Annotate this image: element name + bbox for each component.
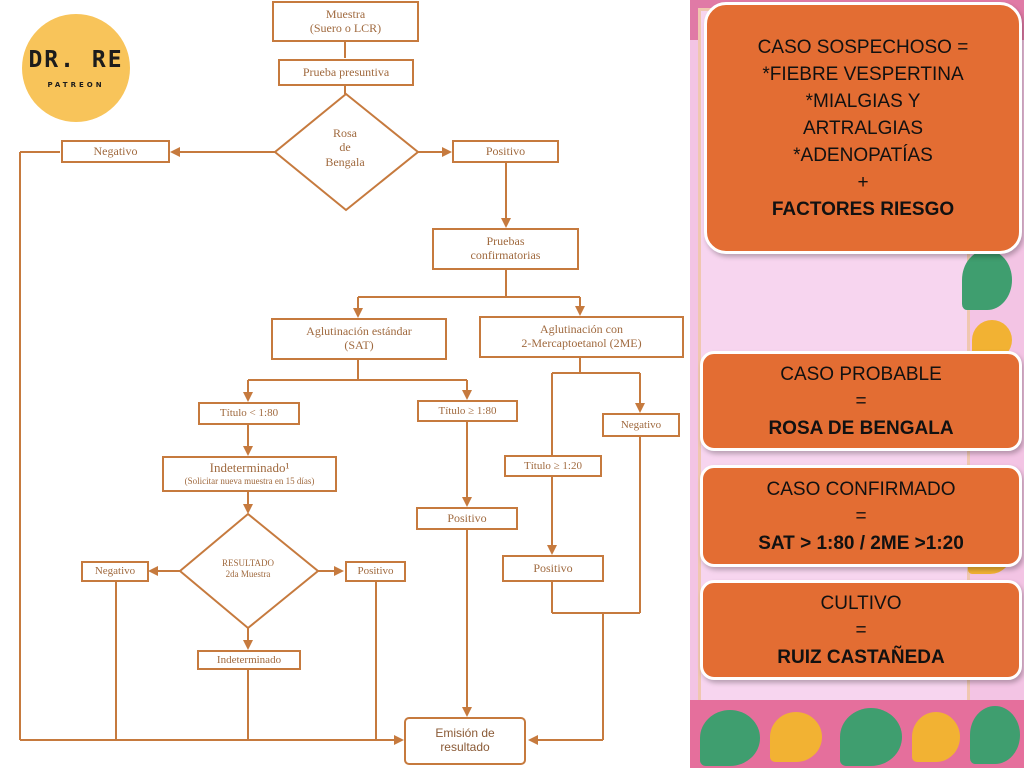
positivo-sat-label: Positivo: [447, 510, 487, 525]
indeterminado-2-label: Indeterminado: [216, 653, 282, 666]
cultivo-line-3: RUIZ CASTAÑEDA: [777, 646, 945, 668]
emision-label-2: resultado: [440, 740, 490, 754]
titulo-lt-box: Título < 1:80: [198, 402, 300, 425]
resultado-line2: 2da Muestra: [225, 568, 271, 579]
titulo-lt-label: Título < 1:80: [219, 407, 279, 420]
cultivo-line-1: CULTIVO: [820, 592, 902, 614]
indeterminado-label: Indeterminado¹: [209, 460, 290, 476]
rosa-line1: Rosa: [333, 126, 357, 140]
rosa-bengala-decision: Rosa de Bengala: [295, 126, 395, 169]
sat-box: Aglutinación estándar (SAT): [271, 318, 447, 360]
caso-probable-card: CASO PROBABLE = ROSA DE BENGALA: [700, 351, 1022, 451]
negativo-2me-label: Negativo: [620, 418, 662, 431]
pruebas-confirmatorias-box: Pruebas confirmatorias: [432, 228, 579, 270]
probable-line-3: ROSA DE BENGALA: [768, 417, 954, 439]
sospechoso-line-4: ARTRALGIAS: [802, 117, 924, 139]
probable-line-1: CASO PROBABLE: [780, 363, 942, 385]
titulo-ge20-label: Título ≥ 1:20: [524, 459, 582, 472]
decorative-motif: [840, 708, 902, 766]
positivo-2me-box: Positivo: [502, 555, 604, 582]
pruebas-label-1: Pruebas: [486, 234, 525, 249]
rosa-line2: de: [339, 140, 351, 155]
indeterminado-box: Indeterminado¹ (Solicitar nueva muestra …: [162, 456, 337, 492]
pruebas-label-2: confirmatorias: [470, 248, 541, 262]
decorative-motif: [912, 712, 960, 762]
indeterminado-2-box: Indeterminado: [197, 650, 301, 670]
resultado-line1: RESULTADO: [222, 558, 274, 568]
2me-label-2: 2-Mercaptoetanol (2ME): [521, 336, 642, 350]
emision-resultado-box: Emisión de resultado: [404, 717, 526, 765]
sospechoso-line-7: FACTORES RIESGO: [771, 198, 955, 220]
logo-subtitle: PATREON: [47, 81, 105, 89]
flowchart: Muestra (Suero o LCR) Prueba presuntiva …: [19, 1, 684, 765]
emision-label-1: Emisión de: [435, 726, 495, 741]
positivo-top-box: Positivo: [452, 140, 559, 163]
sat-label-2: (SAT): [344, 338, 374, 352]
decorative-motif: [770, 712, 822, 762]
negativo-left-label: Negativo: [93, 143, 138, 158]
negativo-left-box: Negativo: [61, 140, 170, 163]
titulo-ge80-box: Título ≥ 1:80: [417, 400, 518, 422]
cultivo-card: CULTIVO = RUIZ CASTAÑEDA: [700, 580, 1022, 680]
decorative-motif: [970, 706, 1020, 764]
sat-label-1: Aglutinación estándar: [306, 324, 412, 339]
muestra-sub-label: (Suero o LCR): [309, 20, 382, 35]
logo-title: DR. RE: [28, 47, 124, 73]
positivo-2me-label: Positivo: [533, 560, 573, 575]
side-panel: CASO SOSPECHOSO = *FIEBRE VESPERTINA *MI…: [690, 0, 1024, 768]
2me-label-1: Aglutinación con: [540, 322, 623, 337]
indeterminado-sub-label: (Solicitar nueva muestra en 15 días): [184, 476, 315, 487]
dr-re-logo: DR. RE PATREON: [22, 14, 130, 122]
confirmado-line-2: =: [855, 505, 867, 527]
positivo-top-label: Positivo: [485, 143, 526, 158]
caso-confirmado-card: CASO CONFIRMADO = SAT > 1:80 / 2ME >1:20: [700, 465, 1022, 567]
positivo-2da-label: Positivo: [357, 565, 394, 578]
confirmado-line-3: SAT > 1:80 / 2ME >1:20: [758, 532, 964, 554]
prueba-presuntiva-label: Prueba presuntiva: [302, 64, 390, 79]
negativo-2da-label: Negativo: [94, 565, 136, 578]
probable-line-2: =: [855, 390, 867, 412]
sospechoso-line-2: *FIEBRE VESPERTINA: [762, 63, 964, 85]
sospechoso-line-1: CASO SOSPECHOSO =: [757, 36, 969, 58]
positivo-2da-box: Positivo: [345, 561, 406, 582]
caso-sospechoso-card: CASO SOSPECHOSO = *FIEBRE VESPERTINA *MI…: [704, 2, 1022, 254]
flowchart-connectors: [19, 42, 645, 745]
decorative-motif: [962, 250, 1012, 310]
2me-box: Aglutinación con 2-Mercaptoetanol (2ME): [479, 316, 684, 358]
sospechoso-line-5: *ADENOPATÍAS: [793, 144, 933, 166]
sospechoso-line-3: *MIALGIAS Y: [805, 90, 921, 112]
negativo-2me-box: Negativo: [602, 413, 680, 437]
prueba-presuntiva-box: Prueba presuntiva: [278, 59, 414, 86]
negativo-2da-box: Negativo: [81, 561, 149, 582]
positivo-sat-box: Positivo: [416, 507, 518, 530]
muestra-box: Muestra (Suero o LCR): [272, 1, 419, 42]
resultado-decision: RESULTADO 2da Muestra: [198, 558, 298, 580]
muestra-label: Muestra: [325, 6, 366, 21]
titulo-ge20-box: Título ≥ 1:20: [504, 455, 602, 477]
decorative-motif: [700, 710, 760, 766]
confirmado-line-1: CASO CONFIRMADO: [766, 478, 956, 500]
cultivo-line-2: =: [855, 619, 867, 641]
titulo-ge80-label: Título ≥ 1:80: [438, 404, 497, 417]
sospechoso-line-6: +: [857, 171, 869, 193]
rosa-line3: Bengala: [325, 154, 365, 169]
